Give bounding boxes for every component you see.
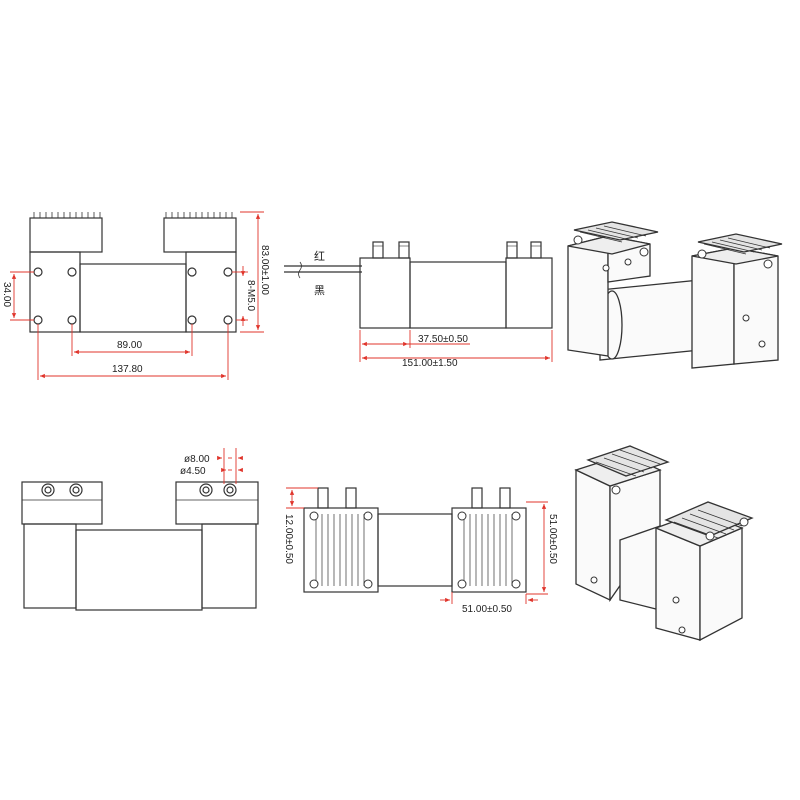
front-view-dimensions — [10, 211, 264, 380]
front-pump-iso-side — [699, 527, 743, 642]
top-right-heatsink — [451, 507, 527, 593]
motor-side — [409, 261, 507, 329]
motor-body — [79, 263, 187, 333]
front-view — [29, 212, 237, 333]
port-4 — [530, 241, 542, 259]
left-heatsink-iso — [573, 221, 659, 241]
port-height-label: 12.00±0.50 — [283, 514, 294, 564]
top-head-length-label: 51.00±0.50 — [462, 604, 512, 615]
top-view-dimensions — [286, 487, 548, 604]
left-pump-iso-front — [567, 235, 609, 357]
rear-right-head — [175, 481, 259, 525]
rear-left-body — [23, 523, 77, 609]
rear-left-head — [21, 481, 103, 525]
red-wire-label: 红 — [314, 250, 325, 263]
side-view-dimensions — [359, 330, 553, 362]
rear-motor — [75, 529, 203, 611]
right-pump-iso-top — [691, 247, 779, 265]
rear-right-body — [201, 523, 257, 609]
top-port-2 — [345, 487, 357, 509]
left-head-fins — [33, 212, 101, 218]
isometric-screws-top — [573, 235, 773, 348]
port-3 — [506, 241, 518, 259]
overall-length-label: 151.00±1.50 — [402, 358, 458, 369]
rear-view — [21, 481, 259, 611]
isometric-view-bottom — [574, 445, 754, 642]
top-port-4 — [499, 487, 511, 509]
overall-width-label: 137.80 — [112, 364, 143, 375]
right-head-fins — [165, 212, 233, 218]
top-port-3 — [471, 487, 483, 509]
port-1 — [372, 241, 384, 259]
left-head-top — [29, 217, 103, 253]
top-view-screws — [309, 511, 521, 589]
top-view-fins — [315, 514, 513, 586]
top-port-1 — [317, 487, 329, 509]
outer-dia-label: ø8.00 — [184, 454, 210, 465]
port-2 — [398, 241, 410, 259]
rear-port-circles — [41, 483, 237, 497]
head-width-label: 51.00±0.50 — [547, 514, 558, 564]
inner-dia-label: ø4.50 — [180, 466, 206, 477]
hole-spacing-v-label: 34.00 — [1, 282, 12, 307]
top-motor — [377, 513, 453, 587]
top-left-heatsink — [303, 507, 379, 593]
thread-label: 8-M5.0 — [245, 280, 256, 312]
right-heatsink-iso — [697, 233, 783, 253]
front-heatsink-iso — [664, 501, 754, 537]
black-wire-label: 黑 — [314, 284, 325, 297]
mounting-holes — [33, 267, 233, 325]
top-view — [303, 487, 527, 593]
left-pump-iso-top — [567, 235, 651, 255]
rear-view-dimensions — [217, 448, 243, 484]
left-head-side — [359, 257, 411, 329]
side-view — [284, 241, 553, 329]
right-pump-iso-front — [691, 247, 735, 369]
right-head-top — [163, 217, 237, 253]
motor-iso-2 — [619, 525, 661, 611]
left-pump-body — [29, 251, 81, 333]
isometric-screws-bottom — [590, 485, 749, 634]
isometric-view-top — [567, 221, 783, 369]
right-head-side — [505, 257, 553, 329]
back-heatsink-iso — [586, 445, 670, 477]
front-pump-iso-front — [655, 527, 701, 641]
hole-spacing-h-label: 89.00 — [117, 340, 142, 351]
height-dim-label: 83.00±1.00 — [259, 245, 270, 295]
wire-break-mark — [298, 261, 302, 279]
isometric-fins-top — [579, 225, 771, 255]
right-pump-body — [185, 251, 237, 333]
head-length-label: 37.50±0.50 — [418, 334, 468, 345]
